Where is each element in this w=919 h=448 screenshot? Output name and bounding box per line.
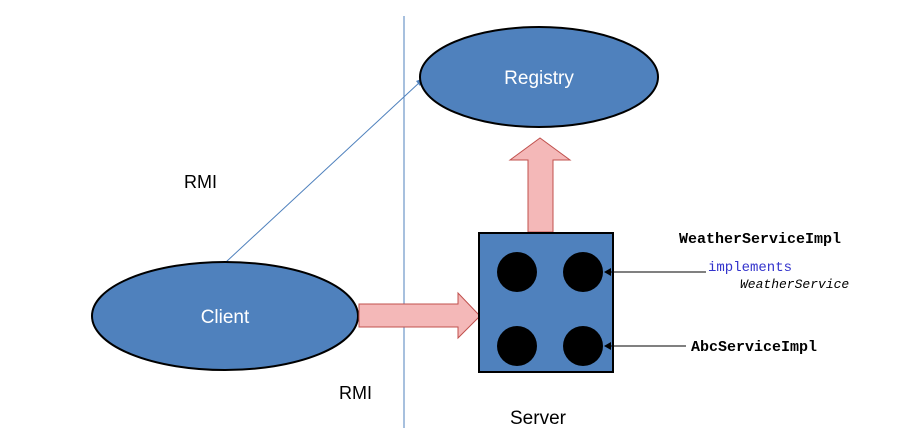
server-label: Server <box>510 408 567 429</box>
client-node: Client <box>91 261 359 371</box>
registry-label: Registry <box>504 68 574 89</box>
registry-node: Registry <box>419 26 659 128</box>
server-to-registry-arrow <box>508 137 572 233</box>
remote-object-3 <box>497 326 537 366</box>
rmi-label-top: RMI <box>184 172 217 192</box>
server-node <box>478 232 614 373</box>
abc-pointer-arrowhead <box>604 342 611 350</box>
rmi-lookup-line <box>225 81 421 263</box>
rmi-label-bottom: RMI <box>339 383 372 403</box>
weather-service-interface: WeatherService <box>740 277 849 292</box>
weather-pointer-arrowhead <box>604 268 611 276</box>
remote-object-1 <box>497 252 537 292</box>
client-to-server-arrow <box>358 291 481 340</box>
remote-object-4 <box>563 326 603 366</box>
client-label: Client <box>201 307 250 328</box>
abc-service-impl-label: AbcServiceImpl <box>691 339 817 356</box>
implements-keyword: implements <box>708 260 792 276</box>
weather-service-impl-label: WeatherServiceImpl <box>679 231 841 248</box>
remote-object-2 <box>563 252 603 292</box>
